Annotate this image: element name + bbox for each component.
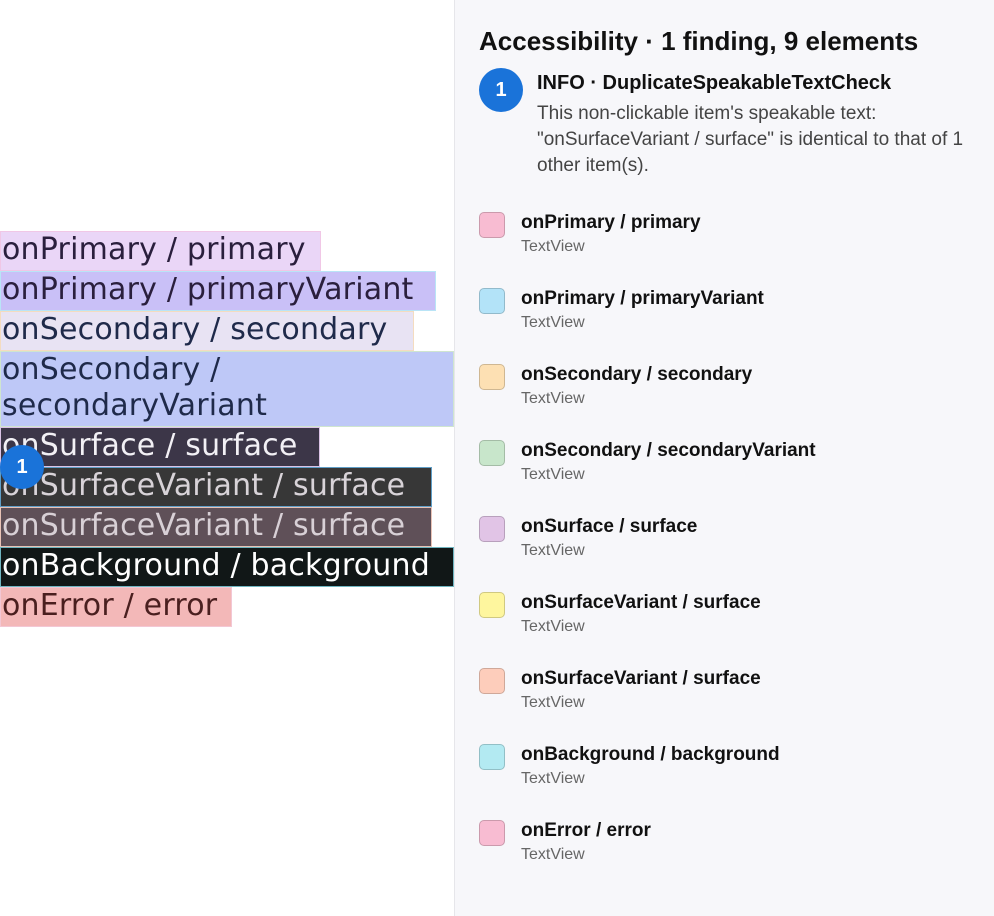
preview-textview[interactable]: onSurfaceVariant / surface [0,507,432,547]
element-type: TextView [521,466,585,483]
accessibility-panel: Accessibility · 1 finding, 9 elements 1 … [454,0,994,916]
element-type: TextView [521,314,585,331]
element-color-swatch [479,212,505,238]
element-type: TextView [521,618,585,635]
element-row[interactable]: onPrimary / primaryVariant TextView [479,286,979,362]
element-row[interactable]: onSurface / surface TextView [479,514,979,590]
element-name: onPrimary / primary [521,212,701,233]
element-name: onSecondary / secondary [521,364,753,385]
element-list: onPrimary / primary TextView onPrimary /… [479,210,979,894]
element-type: TextView [521,238,585,255]
element-row[interactable]: onSurfaceVariant / surface TextView [479,666,979,742]
preview-text: onError / error [2,588,218,623]
element-type: TextView [521,694,585,711]
element-row[interactable]: onError / error TextView [479,818,979,894]
preview-text: onBackground / background [2,548,430,583]
finding-heading: INFO · DuplicateSpeakableTextCheck [537,72,892,94]
element-name: onPrimary / primaryVariant [521,288,764,309]
preview-canvas: onPrimary / primary onPrimary / primaryV… [0,0,454,916]
finding-marker-badge[interactable]: 1 [0,445,44,489]
preview-text: onSurfaceVariant / surface [2,508,406,543]
element-color-swatch [479,440,505,466]
preview-textview[interactable]: onSecondary / secondary [0,311,414,351]
element-row[interactable]: onSecondary / secondaryVariant TextView [479,438,979,514]
element-name: onSurface / surface [521,516,698,537]
element-color-swatch [479,744,505,770]
element-type: TextView [521,846,585,863]
element-name: onSurfaceVariant / surface [521,668,761,689]
element-row[interactable]: onSecondary / secondary TextView [479,362,979,438]
element-type: TextView [521,390,585,407]
element-color-swatch [479,364,505,390]
element-type: TextView [521,542,585,559]
preview-textview[interactable]: onPrimary / primaryVariant [0,271,436,311]
element-name: onSecondary / secondaryVariant [521,440,816,461]
element-name: onSurfaceVariant / surface [521,592,761,613]
preview-text: onSurface / surface [2,428,298,463]
preview-textview[interactable]: onError / error [0,587,232,627]
preview-textview[interactable]: onSecondary / secondaryVariant [0,351,454,427]
preview-textview[interactable]: onBackground / background [0,547,454,587]
panel-title: Accessibility · 1 finding, 9 elements [479,26,919,56]
preview-textview[interactable]: onPrimary / primary [0,231,321,271]
preview-text: onSecondary / secondaryVariant [2,352,268,423]
element-row[interactable]: onPrimary / primary TextView [479,210,979,286]
preview-text: onPrimary / primary [2,232,306,267]
element-row[interactable]: onSurfaceVariant / surface TextView [479,590,979,666]
element-name: onError / error [521,820,651,841]
finding-message: This non-clickable item's speakable text… [537,103,964,176]
element-color-swatch [479,516,505,542]
element-color-swatch [479,668,505,694]
element-type: TextView [521,770,585,787]
element-name: onBackground / background [521,744,780,765]
preview-textview[interactable]: onSurfaceVariant / surface [0,467,432,507]
preview-text: onSecondary / secondary [2,312,388,347]
preview-textview[interactable]: onSurface / surface [0,427,320,467]
element-color-swatch [479,592,505,618]
preview-text: onSurfaceVariant / surface [2,468,406,503]
preview-text: onPrimary / primaryVariant [2,272,414,307]
element-color-swatch [479,288,505,314]
finding-number-badge: 1 [479,68,523,112]
element-color-swatch [479,820,505,846]
element-row[interactable]: onBackground / background TextView [479,742,979,818]
